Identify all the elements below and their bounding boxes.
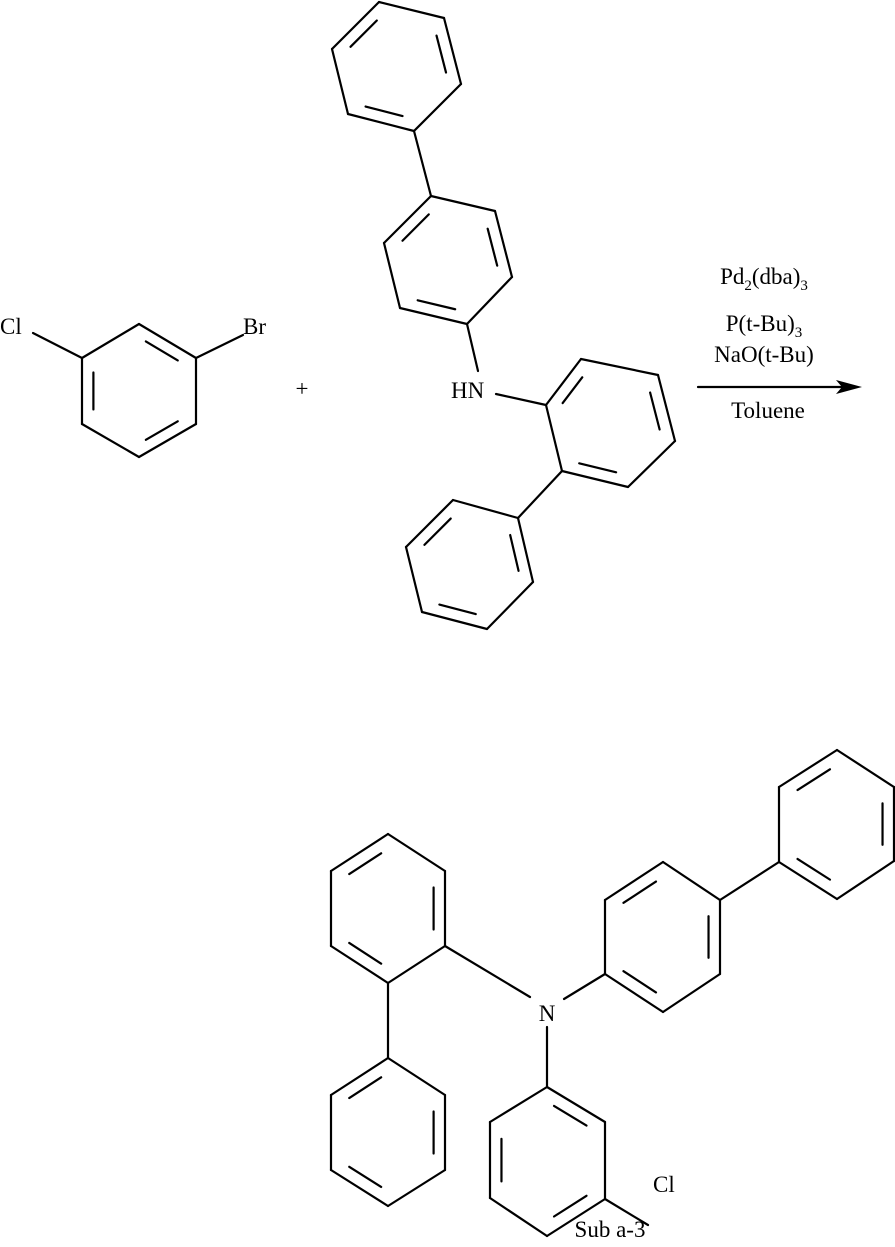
product-ortho-biphenyl-ring-bond bbox=[388, 834, 445, 871]
bromochlorobenzene-ring-bond bbox=[139, 424, 196, 457]
product-ortho-biphenyl-ring-bond bbox=[388, 946, 445, 983]
ortho-biphenyl-ring-bond bbox=[546, 359, 581, 405]
single-bond bbox=[496, 394, 546, 405]
product-ortho-biphenyl-ring-bond bbox=[331, 834, 388, 871]
product-nitrogen-label: N bbox=[539, 1001, 556, 1026]
single-bond bbox=[467, 324, 478, 371]
solvent-label: Toluene bbox=[731, 398, 805, 423]
reagent-subscript: 3 bbox=[800, 278, 808, 294]
product-biphenyl-inner-ring-bond bbox=[605, 974, 663, 1012]
ortho-biphenyl-ring-bond bbox=[628, 441, 675, 487]
terminal-phenyl-ring-bond bbox=[332, 49, 348, 114]
terminal-phenyl-ring-double-bond-inner bbox=[366, 107, 403, 117]
ortho-phenyl-ring-double-bond-inner bbox=[510, 535, 518, 571]
product-biphenyl-inner-ring-bond bbox=[663, 974, 720, 1012]
reagent-subscript: 3 bbox=[795, 325, 803, 341]
ortho-biphenyl-ring-double-bond-inner bbox=[650, 393, 660, 430]
bond-layer bbox=[33, 2, 894, 1236]
biphenyl-inner-ring-bond bbox=[400, 308, 467, 324]
ortho-phenyl-ring-bond bbox=[422, 612, 487, 629]
biphenyl-inner-ring-double-bond-inner bbox=[402, 214, 428, 240]
terminal-phenyl-ring-bond bbox=[348, 114, 414, 131]
ortho-phenyl-ring-bond bbox=[453, 500, 518, 518]
reagent-ligand: P(t-Bu)3 bbox=[726, 311, 803, 341]
terminal-phenyl-ring-bond bbox=[414, 84, 461, 131]
reagent-catalyst: Pd2(dba)3 bbox=[720, 264, 808, 294]
single-bond bbox=[564, 974, 605, 999]
single-bond bbox=[720, 862, 779, 900]
biphenyl-inner-ring-bond bbox=[495, 211, 512, 277]
product-ortho-phenyl-ring-bond bbox=[331, 1058, 388, 1095]
product-chloro-label: Cl bbox=[653, 1172, 675, 1197]
ortho-biphenyl-ring-bond bbox=[546, 405, 562, 471]
ortho-biphenyl-ring-bond bbox=[658, 375, 675, 441]
ortho-biphenyl-ring-double-bond-inner bbox=[579, 463, 616, 472]
reagent-text: Pd bbox=[720, 264, 745, 289]
product-ortho-phenyl-ring-bond bbox=[388, 1170, 445, 1206]
terminal-phenyl-ring-bond bbox=[379, 2, 444, 18]
ortho-phenyl-ring-double-bond-inner bbox=[424, 519, 450, 545]
bromochlorobenzene-ring-bond bbox=[139, 324, 196, 358]
ortho-phenyl-ring-bond bbox=[406, 547, 422, 612]
product-chlorophenyl-ring-bond bbox=[490, 1087, 547, 1122]
amine-nh-label: HN bbox=[451, 378, 485, 403]
bromochlorobenzene-ring-bond bbox=[82, 424, 139, 457]
biphenyl-inner-ring-bond bbox=[431, 196, 495, 211]
terminal-phenyl-ring-double-bond-inner bbox=[437, 36, 447, 73]
product-biphenyl-inner-ring-bond bbox=[605, 862, 663, 900]
terminal-phenyl-ring-bond bbox=[444, 18, 461, 84]
product-ortho-biphenyl-ring-bond bbox=[331, 946, 388, 983]
reagent-text: (dba) bbox=[752, 264, 801, 289]
reagent-subscript: 2 bbox=[744, 278, 752, 294]
biphenyl-inner-ring-bond bbox=[467, 277, 512, 324]
product-biphenyl-inner-ring-bond bbox=[663, 862, 720, 900]
product-terminal-phenyl-ring-bond bbox=[837, 861, 894, 899]
product-terminal-phenyl-ring-bond bbox=[837, 750, 894, 787]
biphenyl-inner-ring-bond bbox=[384, 243, 400, 308]
single-bond bbox=[414, 131, 431, 196]
terminal-phenyl-ring-double-bond-inner bbox=[351, 21, 377, 47]
product-chlorophenyl-ring-bond bbox=[490, 1198, 547, 1236]
ortho-biphenyl-ring-bond bbox=[562, 471, 628, 487]
single-bond bbox=[33, 333, 82, 358]
ortho-phenyl-ring-bond bbox=[487, 582, 533, 629]
biphenyl-inner-ring-double-bond-inner bbox=[418, 300, 456, 309]
product-terminal-phenyl-ring-bond bbox=[779, 750, 837, 787]
single-bond bbox=[445, 946, 530, 997]
bromo-label: Br bbox=[243, 314, 266, 339]
biphenyl-inner-ring-double-bond-inner bbox=[488, 229, 498, 266]
product-terminal-phenyl-ring-bond bbox=[779, 862, 837, 899]
ortho-phenyl-ring-double-bond-inner bbox=[439, 605, 475, 615]
product-ortho-phenyl-ring-bond bbox=[388, 1058, 445, 1095]
chloro-label: Cl bbox=[0, 314, 22, 339]
bromochlorobenzene-ring-bond bbox=[82, 324, 139, 358]
single-bond bbox=[518, 471, 562, 518]
plus-sign: + bbox=[296, 376, 309, 401]
reagent-text: P(t-Bu) bbox=[726, 311, 795, 336]
product-chlorophenyl-ring-bond bbox=[547, 1087, 605, 1122]
ortho-biphenyl-ring-bond bbox=[581, 359, 658, 375]
ortho-biphenyl-ring-double-bond-inner bbox=[563, 377, 583, 403]
ortho-phenyl-ring-bond bbox=[518, 518, 533, 582]
single-bond bbox=[196, 335, 243, 358]
product-name: Sub a-3 bbox=[575, 1217, 646, 1242]
product-ortho-phenyl-ring-bond bbox=[331, 1170, 388, 1206]
reagent-text: NaO(t-Bu) bbox=[714, 342, 814, 367]
reagent-base: NaO(t-Bu) bbox=[714, 342, 814, 367]
